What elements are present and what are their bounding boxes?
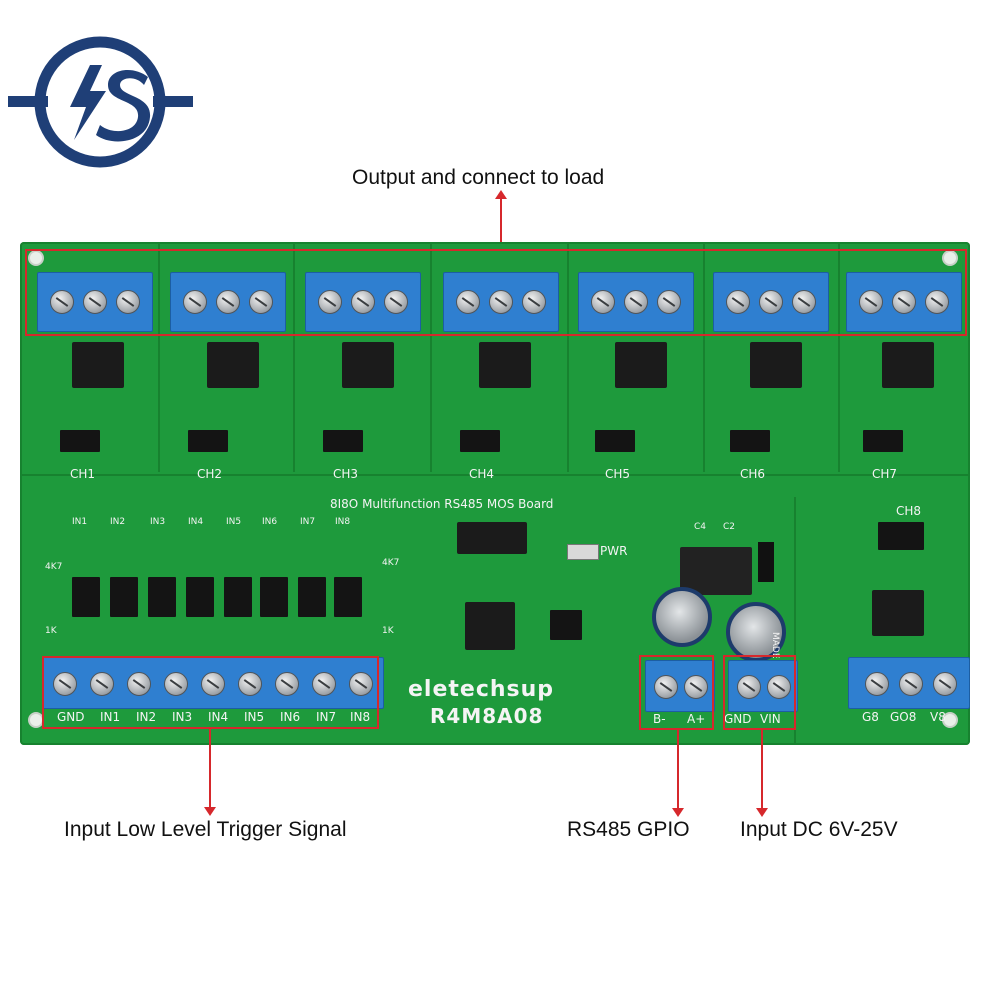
ch8-terminal-label: GO8	[890, 710, 917, 724]
power-callout: Input DC 6V-25V	[740, 818, 898, 841]
channel-label: CH4	[469, 467, 495, 481]
input-terminal-label: IN6	[280, 710, 301, 724]
input-terminal-label: IN7	[316, 710, 337, 724]
input-terminal-block[interactable]	[42, 657, 384, 709]
rs485-terminal[interactable]	[645, 660, 715, 712]
power-terminal-label: VIN	[760, 712, 781, 726]
input-arrow-head	[204, 807, 216, 816]
power-highlight-box	[723, 655, 796, 730]
output-terminal-ch2[interactable]	[170, 272, 286, 332]
output-arrow-head	[495, 190, 507, 199]
output-highlight-box	[25, 249, 967, 336]
ch8-label: CH8	[896, 504, 922, 518]
output-terminal-ch3[interactable]	[305, 272, 421, 332]
rs485-callout: RS485 GPIO	[567, 818, 690, 841]
output-terminal-ch4[interactable]	[443, 272, 559, 332]
brand-logo	[8, 25, 193, 180]
channel-label: CH5	[605, 467, 631, 481]
output-terminal-ch8[interactable]	[848, 657, 970, 709]
model-text: R4M8A08	[430, 704, 544, 728]
brand-text: eletechsup	[408, 677, 555, 702]
resistor-label: 4K7	[45, 562, 63, 572]
output-terminal-ch1[interactable]	[37, 272, 153, 332]
input-terminal-label: IN4	[208, 710, 229, 724]
output-terminal-ch5[interactable]	[578, 272, 694, 332]
input-led-label: IN3	[150, 517, 166, 527]
channel-label: CH3	[333, 467, 359, 481]
ch8-terminal-label: V8	[930, 710, 946, 724]
mount-hole	[942, 250, 958, 266]
rs485-terminal-label: A+	[687, 712, 706, 726]
input-led-label: IN2	[110, 517, 126, 527]
input-led-label: IN4	[188, 517, 204, 527]
output-terminal-ch7[interactable]	[846, 272, 962, 332]
mount-hole	[28, 250, 44, 266]
resistor-label: 1K	[45, 626, 57, 636]
input-callout: Input Low Level Trigger Signal	[64, 818, 347, 841]
input-terminal-label: GND	[57, 710, 85, 724]
input-terminal-label: IN2	[136, 710, 157, 724]
pcb-board: CH1 CH2 CH3 CH4 CH5 CH6 CH7 8I8O Multifu…	[20, 242, 970, 745]
channel-label: CH2	[197, 467, 223, 481]
channel-label: CH1	[70, 467, 96, 481]
output-terminal-ch6[interactable]	[713, 272, 829, 332]
input-terminal-label: IN8	[350, 710, 371, 724]
input-led-label: IN5	[226, 517, 242, 527]
input-led-label: IN1	[72, 517, 88, 527]
capacitor	[726, 602, 786, 662]
ch8-terminal-label: G8	[862, 710, 879, 724]
cap-label: C4	[694, 522, 707, 532]
input-terminal-label: IN1	[100, 710, 121, 724]
channel-label: CH6	[740, 467, 766, 481]
input-terminal-label: IN3	[172, 710, 193, 724]
mount-hole	[942, 712, 958, 728]
is-logo-icon	[8, 36, 193, 168]
output-arrow	[500, 194, 502, 248]
input-led-label: IN6	[262, 517, 278, 527]
power-terminal[interactable]	[728, 660, 798, 712]
input-led-label: IN8	[335, 517, 351, 527]
capacitor	[652, 587, 712, 647]
input-highlight-box	[42, 656, 379, 729]
resistor-label: 4K7	[382, 558, 400, 568]
rs485-arrow-head	[672, 808, 684, 817]
output-callout: Output and connect to load	[352, 166, 605, 189]
channel-label: CH7	[872, 467, 898, 481]
input-terminal-label: IN5	[244, 710, 265, 724]
input-led-label: IN7	[300, 517, 316, 527]
power-terminal-label: GND	[724, 712, 752, 726]
cap-label: C2	[723, 522, 736, 532]
resistor-label: 1K	[382, 626, 394, 636]
power-arrow-head	[756, 808, 768, 817]
rs485-terminal-label: B-	[653, 712, 666, 726]
pwr-label: PWR	[600, 544, 628, 558]
board-title: 8I8O Multifunction RS485 MOS Board	[330, 497, 554, 511]
rs485-highlight-box	[639, 655, 714, 730]
